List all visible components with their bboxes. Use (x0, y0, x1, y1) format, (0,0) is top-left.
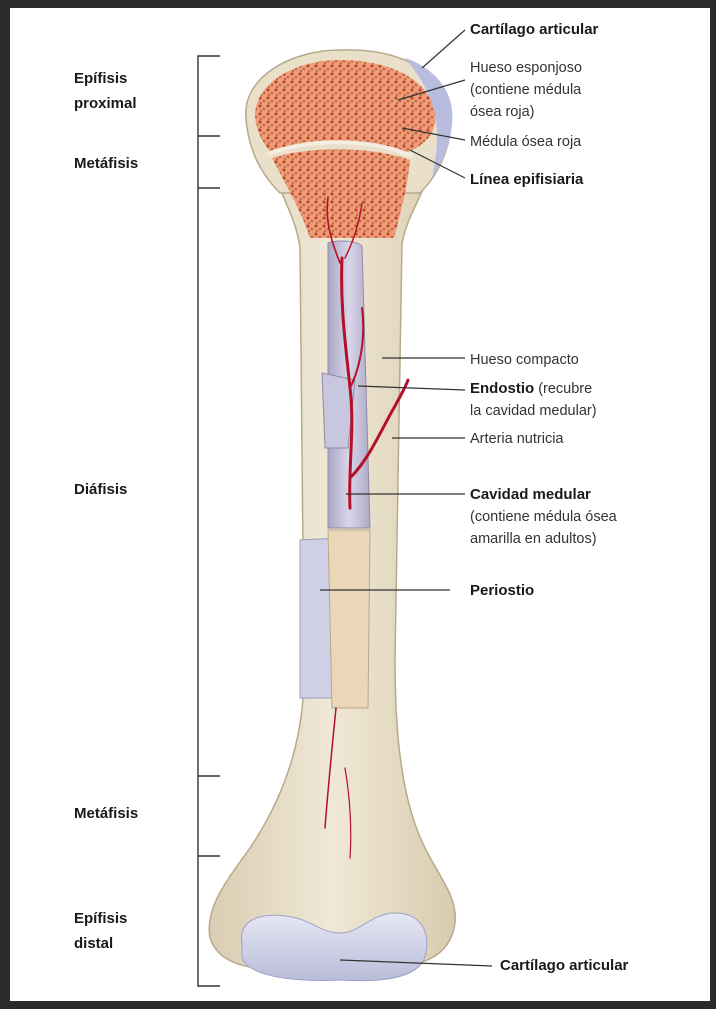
label-epiphyseal-line: Línea epifisiaria (470, 171, 584, 188)
bone-diagram: Epífisis proximal Metáfisis Diáfisis Met… (10, 8, 710, 1001)
region-label-metaphysis-top: Metáfisis (74, 155, 138, 172)
label-periosteum: Periostio (470, 582, 534, 599)
label-nutrient-artery: Arteria nutricia (470, 431, 564, 447)
region-bracket (198, 56, 220, 986)
region-label-distal: Epífisis distal (74, 910, 132, 952)
spongy-bone-metaphysis (272, 149, 410, 238)
compact-bone-lower (328, 530, 370, 708)
region-label-metaphysis-bottom: Metáfisis (74, 805, 138, 822)
label-cartilage-bottom: Cartílago articular (500, 957, 629, 974)
label-endosteum: Endostio (recubre la cavidad medular) (470, 380, 597, 419)
label-spongy-bone: Hueso esponjoso (contiene médula ósea ro… (470, 60, 586, 120)
region-label-diaphysis: Diáfisis (74, 481, 127, 498)
label-red-marrow: Médula ósea roja (470, 134, 582, 150)
label-cartilage-top: Cartílago articular (470, 21, 599, 38)
diagram-frame: Epífisis proximal Metáfisis Diáfisis Met… (10, 8, 710, 1001)
label-compact-bone: Hueso compacto (470, 352, 579, 368)
region-label-proximal: Epífisis proximal (74, 70, 137, 112)
label-medullary-cavity: Cavidad medular (contiene médula ósea am… (470, 486, 621, 547)
